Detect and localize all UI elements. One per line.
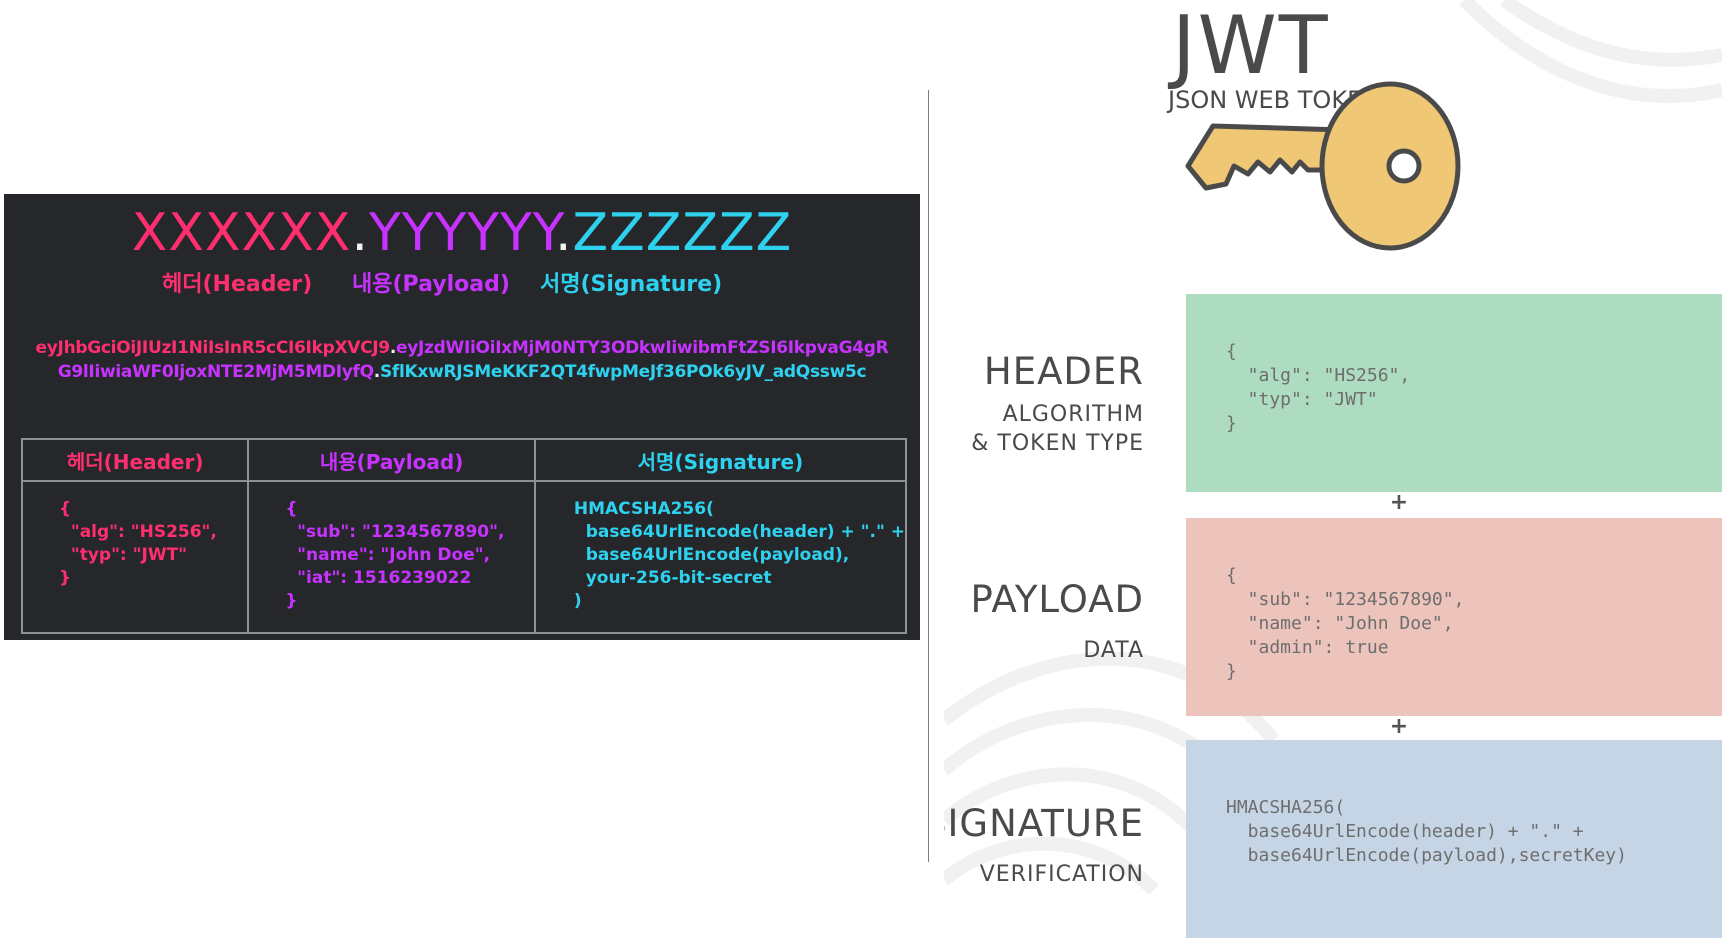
table-header-payload: 내용(Payload) xyxy=(247,438,536,482)
token-signature-part: SflKxwRJSMeKKF2QT4fwpMeJf36POk6yJV_adQss… xyxy=(379,362,867,382)
payload-section-title: PAYLOAD xyxy=(970,578,1144,621)
header-section-subtitle: ALGORITHM & TOKEN TYPE xyxy=(971,402,1144,456)
title-dot: . xyxy=(555,203,573,263)
token-line: G9lIiwiaWF0IjoxNTE2MjM5MDIyfQ.SflKxwRJSM… xyxy=(4,360,920,384)
token-payload-part: G9lIiwiaWF0IjoxNTE2MjM5MDIyfQ xyxy=(57,362,374,382)
title-dot: . xyxy=(351,203,369,263)
segment-label-signature: 서명(Signature) xyxy=(540,272,723,297)
header-placeholder: XXXXXX xyxy=(131,203,352,263)
jwt-parts-table: 헤더(Header) 내용(Payload) 서명(Signature) { "… xyxy=(20,438,908,634)
key-icon xyxy=(1185,81,1461,251)
plus-sign: + xyxy=(1389,714,1409,739)
jwt-infographic: JWT JSON WEB TOKEN HEADER ALGORITHM & TO… xyxy=(944,0,1722,948)
table-row: { "alg": "HS256", "typ": "JWT" } { "sub"… xyxy=(20,480,908,634)
table-header-header: 헤더(Header) xyxy=(20,438,250,482)
signature-code-box: HMACSHA256( base64UrlEncode(header) + ".… xyxy=(1186,740,1722,938)
jwt-structure-panel: XXXXXX.YYYYYY.ZZZZZZ 헤더(Header) 내용(Paylo… xyxy=(4,194,920,640)
segment-labels: 헤더(Header) 내용(Payload) 서명(Signature) xyxy=(4,266,920,300)
plus-sign: + xyxy=(1389,490,1409,515)
signature-formula-cell: HMACSHA256( base64UrlEncode(header) + ".… xyxy=(533,480,908,634)
payload-code-box: { "sub": "1234567890", "name": "John Doe… xyxy=(1186,518,1722,716)
encoded-token: eyJhbGciOiJIUzI1NiIsInR5cCI6IkpXVCJ9.eyJ… xyxy=(4,336,920,384)
vertical-divider xyxy=(928,90,929,862)
segment-label-header: 헤더(Header) xyxy=(162,272,313,297)
signature-section-title: SIGNATURE xyxy=(944,802,1144,845)
payload-json-cell: { "sub": "1234567890", "name": "John Doe… xyxy=(247,480,536,634)
header-json-cell: { "alg": "HS256", "typ": "JWT" } xyxy=(20,480,250,634)
table-header-signature: 서명(Signature) xyxy=(533,438,908,482)
header-section-title: HEADER xyxy=(983,350,1144,393)
payload-placeholder: YYYYYY xyxy=(368,203,556,263)
token-format-title: XXXXXX.YYYYYY.ZZZZZZ xyxy=(4,200,920,268)
signature-placeholder: ZZZZZZ xyxy=(572,203,793,263)
jwt-logo-text: JWT xyxy=(1172,0,1330,92)
header-code-box: { "alg": "HS256", "typ": "JWT" } xyxy=(1186,294,1722,492)
token-dot: . xyxy=(389,338,397,358)
token-dot: . xyxy=(373,362,380,382)
payload-section-subtitle: DATA xyxy=(1083,638,1144,663)
token-header-part: eyJhbGciOiJIUzI1NiIsInR5cCI6IkpXVCJ9 xyxy=(35,338,391,358)
token-payload-part: eyJzdWIiOiIxMjM0NTY3ODkwIiwibmFtZSI6Ikpv… xyxy=(396,338,889,358)
signature-section-subtitle: VERIFICATION xyxy=(979,862,1144,887)
table-header-row: 헤더(Header) 내용(Payload) 서명(Signature) xyxy=(20,438,908,482)
token-line: eyJhbGciOiJIUzI1NiIsInR5cCI6IkpXVCJ9.eyJ… xyxy=(4,336,920,360)
segment-label-payload: 내용(Payload) xyxy=(352,272,510,297)
